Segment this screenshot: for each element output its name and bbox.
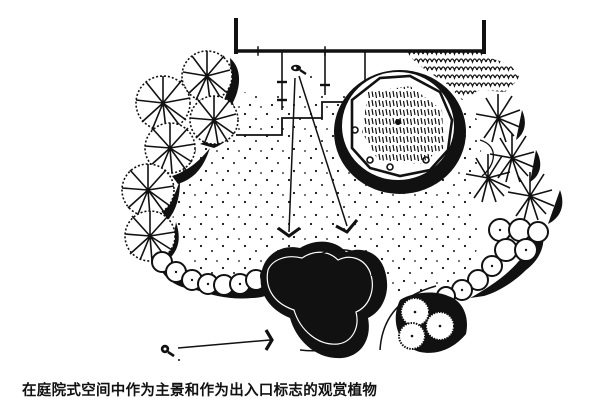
viewer-eye-top xyxy=(291,64,312,78)
sightline-to-right-arrow xyxy=(298,75,359,234)
radial-conifer-trees-right xyxy=(465,94,563,224)
conifer-tree xyxy=(475,94,525,143)
conifer-tree xyxy=(124,210,179,262)
entrance-marker-shrub xyxy=(379,139,495,353)
conifer-tree xyxy=(489,134,541,183)
viewer-eye-bottom xyxy=(160,344,180,361)
scale-pattern-groundcover xyxy=(405,52,520,100)
textured-focal-shrub-mass xyxy=(260,241,388,359)
conifer-tree xyxy=(181,50,240,118)
building-wall-with-entrance xyxy=(234,18,486,56)
conifer-tree xyxy=(144,122,210,184)
conifer-tree xyxy=(465,154,511,203)
conifer-tree xyxy=(189,95,239,148)
sightline-to-left-arrow xyxy=(277,77,301,238)
radial-conifer-trees-left xyxy=(121,50,240,262)
conifer-tree xyxy=(135,75,191,131)
sightline-bottom-arrow xyxy=(177,329,274,351)
figure-caption: 在庭院式空间中作为主景和作为出入口标志的观赏植物 xyxy=(22,383,378,399)
stepped-paved-terrace xyxy=(236,52,366,136)
conifer-tree xyxy=(507,172,563,224)
circular-planting-bed-with-hedge-texture xyxy=(334,70,466,194)
